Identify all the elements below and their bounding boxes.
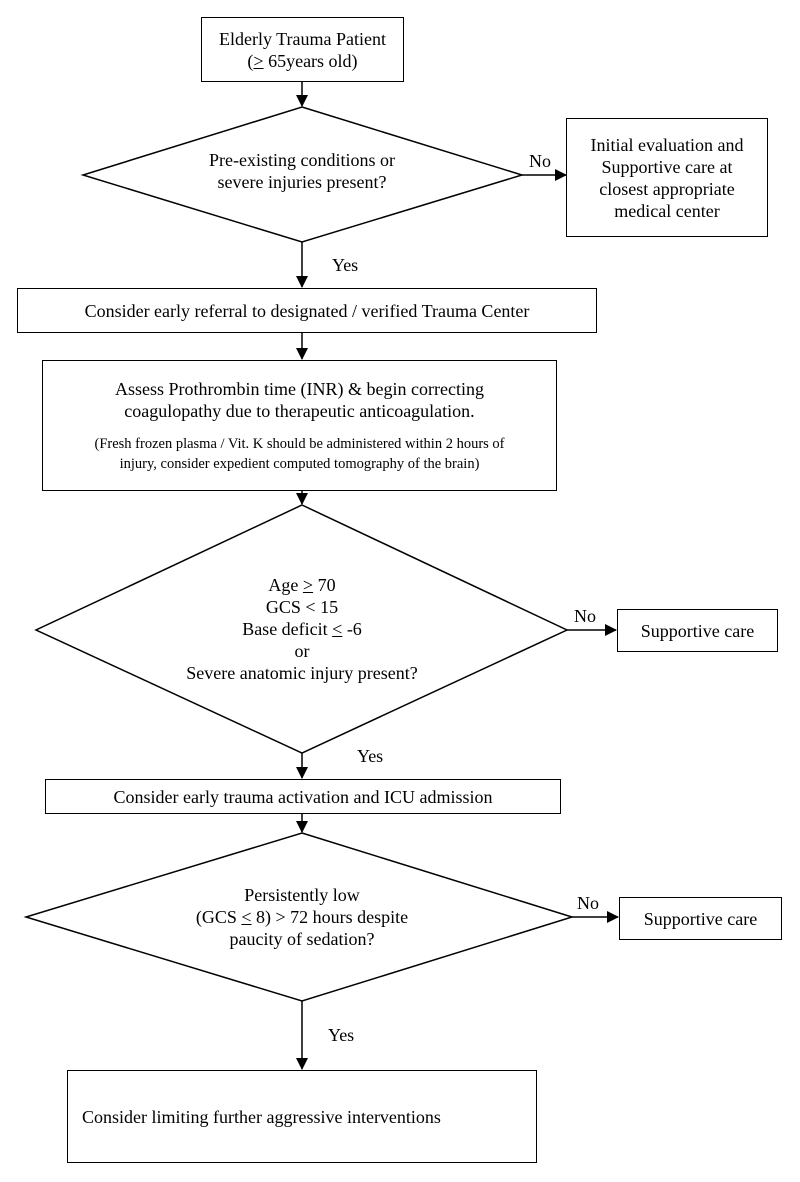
decision-2-or: or [294,641,310,661]
assess-note2: injury, consider expedient computed tomo… [119,455,480,472]
initial-eval-line2: Supportive care at [601,156,733,177]
supportive-care-box-2: Supportive care [619,897,782,940]
limit-interventions-box: Consider limiting further aggressive int… [67,1070,537,1163]
decision-2-severe: Severe anatomic injury present? [186,663,418,683]
assess-line2: coagulopathy due to therapeutic anticoag… [124,400,475,421]
decision-3-text: Persistently low (GCS < 8) > 72 hours de… [142,884,462,950]
decision-2-gcs: GCS < 15 [265,597,339,617]
assess-inr-box: Assess Prothrombin time (INR) & begin co… [42,360,557,491]
supportive-care-1-text: Supportive care [640,620,755,641]
decision-1-yes-label: Yes [332,255,359,275]
decision-2-base-deficit: Base deficit < -6 [242,619,362,639]
decision-3-line1: Persistently low [244,885,360,905]
decision-2-age: Age > 70 [268,575,336,595]
start-line1: Elderly Trauma Patient [219,28,386,49]
initial-eval-line1: Initial evaluation and [590,134,744,155]
decision-2-yes-label: Yes [357,746,384,766]
initial-evaluation-box: Initial evaluation and Supportive care a… [566,118,768,237]
referral-text: Consider early referral to designated / … [84,300,530,321]
activation-text: Consider early trauma activation and ICU… [113,786,493,807]
referral-box: Consider early referral to designated / … [17,288,597,333]
decision-3-line3: paucity of sedation? [229,929,375,949]
decision-1-text: Pre-existing conditions or severe injuri… [152,149,452,193]
decision-2-no-label: No [574,606,596,626]
decision-3-line2: (GCS < 8) > 72 hours despite [195,907,409,927]
start-box: Elderly Trauma Patient (> 65years old) [201,17,404,82]
assess-note1: (Fresh frozen plasma / Vit. K should be … [94,435,505,452]
start-line2: (> 65years old) [247,50,358,71]
supportive-care-box-1: Supportive care [617,609,778,652]
decision-1-line2: severe injuries present? [217,172,387,192]
decision-1-no-label: No [529,151,551,171]
decision-3-yes-label: Yes [328,1025,355,1045]
supportive-care-2-text: Supportive care [643,908,758,929]
trauma-activation-box: Consider early trauma activation and ICU… [45,779,561,814]
assess-line1: Assess Prothrombin time (INR) & begin co… [115,378,484,399]
decision-2-text: Age > 70 GCS < 15 Base deficit < -6 or S… [152,574,452,684]
decision-1-line1: Pre-existing conditions or [209,150,395,170]
initial-eval-line4: medical center [614,200,720,221]
initial-eval-line3: closest appropriate [599,178,735,199]
limit-text: Consider limiting further aggressive int… [82,1106,441,1127]
decision-3-no-label: No [577,893,599,913]
